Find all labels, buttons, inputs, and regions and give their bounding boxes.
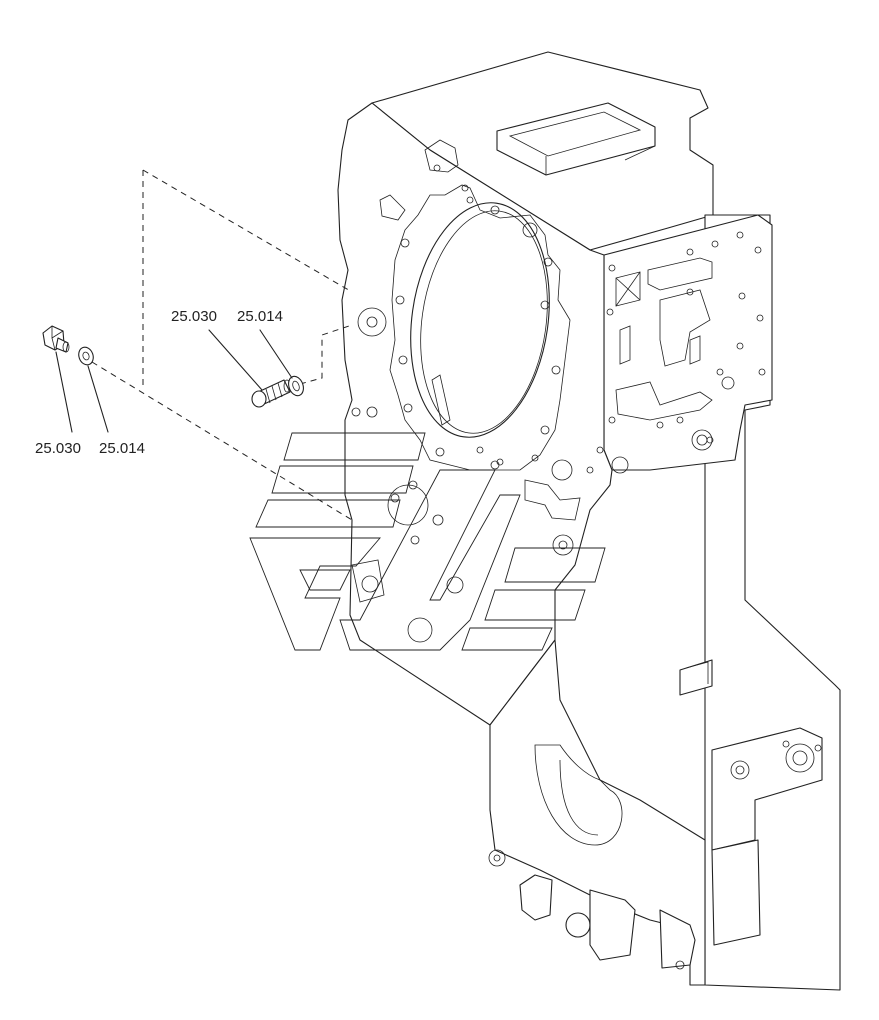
callout-upper-washer: 25.014 <box>237 308 283 325</box>
bolt-lower <box>42 325 70 353</box>
washer-lower <box>78 346 94 366</box>
callout-lower-bolt: 25.030 <box>35 440 81 457</box>
washer-upper <box>288 375 304 397</box>
watermark-logo <box>249 432 606 651</box>
transmission-housing <box>337 51 841 991</box>
callout-lower-washer: 25.014 <box>99 440 145 457</box>
bolt-upper <box>251 379 291 408</box>
callout-upper-bolt: 25.030 <box>171 308 217 325</box>
leader-lines <box>55 329 293 433</box>
assembly-guide-lines <box>91 169 353 521</box>
